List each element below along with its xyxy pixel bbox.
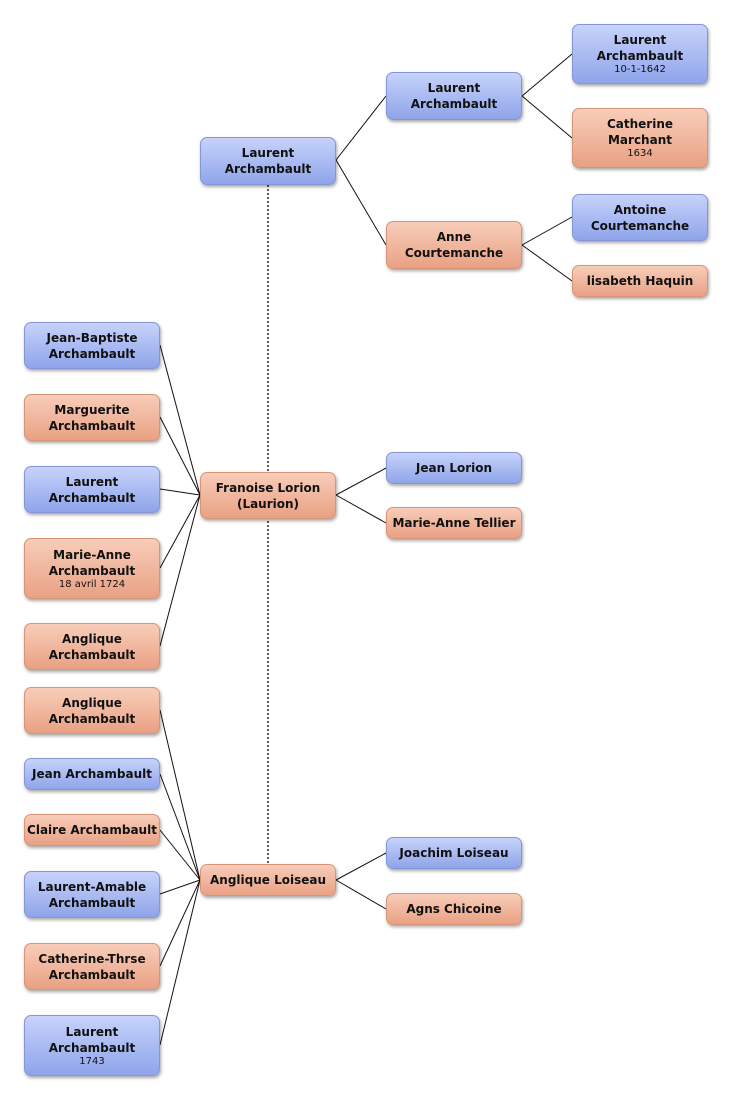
spouse2-father-line	[335, 852, 387, 881]
spouse2-node[interactable]: Anglique Loiseau	[200, 864, 336, 896]
father-gf-line	[521, 53, 573, 97]
s1-child-line	[159, 488, 201, 496]
father-gm-line	[521, 95, 573, 139]
child-node[interactable]: Marguerite Archambault	[24, 394, 160, 441]
spouse1-mother-node[interactable]: Marie-Anne Tellier	[386, 507, 522, 539]
spouse1-father-node[interactable]: Jean Lorion	[386, 452, 522, 484]
spouse2-mother-node[interactable]: Agns Chicoine	[386, 893, 522, 925]
s1-child-line	[159, 494, 201, 569]
node-date: 1634	[627, 148, 653, 159]
child-node[interactable]: Jean Archambault	[24, 758, 160, 790]
node-name: Marie-Anne Archambault	[48, 547, 136, 578]
mother-gm-line	[521, 244, 573, 282]
root-father-line	[335, 95, 387, 161]
node-name: Jean-Baptiste Archambault	[46, 330, 138, 361]
child-node[interactable]: Claire Archambault	[24, 814, 160, 846]
mother-node[interactable]: Anne Courtemanche	[386, 221, 522, 269]
s1-child-line	[159, 344, 201, 496]
node-name: Jean Archambault	[32, 767, 152, 781]
node-name: Anglique Archambault	[48, 631, 136, 662]
node-name: Agns Chicoine	[406, 902, 502, 916]
spouse2-father-node[interactable]: Joachim Loiseau	[386, 837, 522, 869]
s2-child-line	[159, 709, 201, 881]
node-name: Catherine-Thrse Archambault	[38, 951, 146, 982]
s2-child-line	[159, 879, 201, 1046]
s2-child-line	[159, 879, 201, 895]
s1-child-line	[159, 494, 201, 647]
child-node[interactable]: Laurent Archambault 1743	[24, 1015, 160, 1076]
node-date: 10-1-1642	[614, 64, 666, 75]
spouse1-father-line	[335, 467, 387, 496]
node-name: Laurent-Amable Archambault	[37, 879, 147, 910]
node-date: 1743	[79, 1055, 105, 1067]
node-name: Anne Courtemanche	[404, 230, 504, 260]
node-name: Laurent Archambault	[48, 474, 136, 505]
s1-child-line	[159, 416, 201, 496]
spouse2-mother-line	[335, 879, 387, 910]
child-node[interactable]: Jean-Baptiste Archambault	[24, 322, 160, 369]
root-person-node[interactable]: Laurent Archambault	[200, 137, 336, 185]
node-name: Franoise Lorion (Laurion)	[215, 480, 321, 511]
node-name: Anglique Loiseau	[209, 873, 327, 887]
node-name: Catherine Marchant	[606, 117, 674, 147]
spouse1-mother-line	[335, 494, 387, 524]
spouse1-node[interactable]: Franoise Lorion (Laurion)	[200, 472, 336, 519]
node-name: Marguerite Archambault	[48, 402, 136, 433]
child-node[interactable]: Laurent-Amable Archambault	[24, 871, 160, 918]
node-name: lisabeth Haquin	[586, 274, 694, 288]
child-node[interactable]: Anglique Archambault	[24, 687, 160, 734]
node-name: Anglique Archambault	[48, 695, 136, 726]
node-name: Marie-Anne Tellier	[392, 516, 516, 530]
root-mother-line	[335, 159, 387, 246]
node-name: Laurent Archambault	[224, 146, 312, 176]
node-date: 18 avril 1724	[58, 578, 126, 590]
s2-child-line	[159, 829, 201, 881]
maternal-grandmother-node[interactable]: lisabeth Haquin	[572, 265, 708, 297]
node-name: Antoine Courtemanche	[590, 202, 690, 233]
node-name: Laurent Archambault	[596, 33, 684, 63]
node-name: Jean Lorion	[415, 461, 493, 475]
mother-gf-line	[521, 216, 573, 246]
paternal-grandmother-node[interactable]: Catherine Marchant 1634	[572, 108, 708, 168]
node-name: Joachim Loiseau	[399, 846, 509, 860]
child-node[interactable]: Laurent Archambault	[24, 466, 160, 513]
node-name: Laurent Archambault	[410, 81, 498, 111]
node-name: Laurent Archambault	[48, 1024, 136, 1055]
child-node[interactable]: Anglique Archambault	[24, 623, 160, 670]
child-node[interactable]: Marie-Anne Archambault 18 avril 1724	[24, 538, 160, 599]
maternal-grandfather-node[interactable]: Antoine Courtemanche	[572, 194, 708, 241]
s2-child-line	[159, 773, 201, 881]
father-node[interactable]: Laurent Archambault	[386, 72, 522, 120]
paternal-grandfather-node[interactable]: Laurent Archambault 10-1-1642	[572, 24, 708, 84]
node-name: Claire Archambault	[27, 823, 157, 837]
child-node[interactable]: Catherine-Thrse Archambault	[24, 943, 160, 990]
s2-child-line	[159, 879, 201, 967]
